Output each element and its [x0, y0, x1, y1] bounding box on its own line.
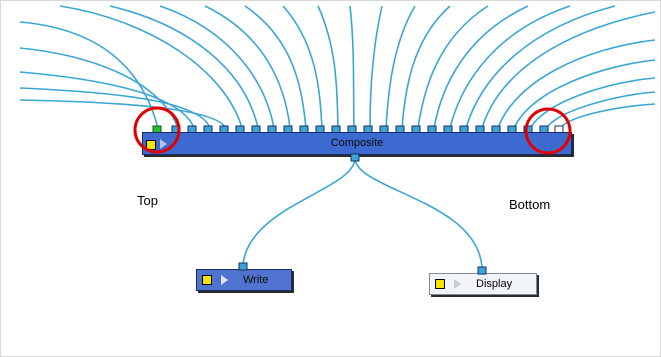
input-cable	[204, 5, 291, 129]
input-cable	[417, 5, 489, 129]
write-node[interactable]: Write	[196, 269, 292, 291]
input-cable	[529, 77, 656, 129]
input-cable	[317, 5, 339, 129]
output-cable-to-display	[354, 157, 483, 269]
input-cable	[513, 59, 656, 129]
input-cable	[369, 5, 383, 129]
enable-toggle-icon[interactable]	[202, 275, 212, 285]
input-cable	[159, 5, 275, 129]
play-triangle-icon[interactable]	[221, 275, 228, 285]
output-cable-to-write	[242, 157, 356, 265]
input-cable	[244, 5, 307, 129]
input-cable	[449, 5, 571, 129]
input-cable	[59, 5, 243, 129]
input-cable	[385, 5, 416, 129]
top-label: Top	[137, 193, 158, 208]
input-cable	[19, 87, 211, 129]
input-cable	[559, 103, 656, 129]
play-triangle-icon[interactable]	[454, 279, 461, 289]
input-connection-cables	[19, 5, 656, 129]
display-node[interactable]: Display	[429, 273, 537, 295]
output-connection-cables	[242, 157, 483, 269]
input-cable	[282, 5, 323, 129]
input-cable	[401, 5, 451, 129]
composite-node[interactable]: Composite	[142, 132, 572, 155]
input-cable	[19, 21, 159, 129]
input-cable	[433, 5, 529, 129]
input-cable	[465, 5, 616, 129]
input-cable	[481, 11, 656, 129]
input-cable	[497, 39, 656, 129]
enable-toggle-icon[interactable]	[435, 279, 445, 289]
input-cable	[19, 71, 195, 129]
input-cable	[349, 5, 355, 129]
input-cable	[19, 99, 227, 129]
composite-node-title: Composite	[330, 137, 384, 149]
display-node-title: Display	[476, 278, 513, 290]
write-node-title: Write	[243, 274, 269, 286]
input-cable	[545, 91, 656, 129]
input-cable	[109, 5, 259, 129]
bottom-label: Bottom	[509, 197, 551, 212]
